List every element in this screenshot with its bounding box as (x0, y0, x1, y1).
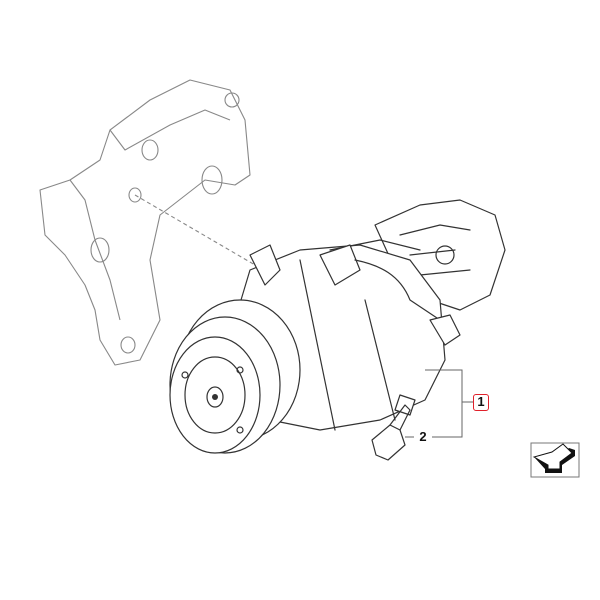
callout-leader-lines (405, 369, 473, 438)
compressor-illustration (169, 199, 506, 461)
callout-2-valve[interactable]: 2 (417, 430, 429, 444)
mounting-bracket-illustration (39, 79, 256, 366)
navigate-back-arrow-icon[interactable] (530, 442, 580, 478)
callout-1-compressor[interactable]: 1 (473, 394, 489, 411)
